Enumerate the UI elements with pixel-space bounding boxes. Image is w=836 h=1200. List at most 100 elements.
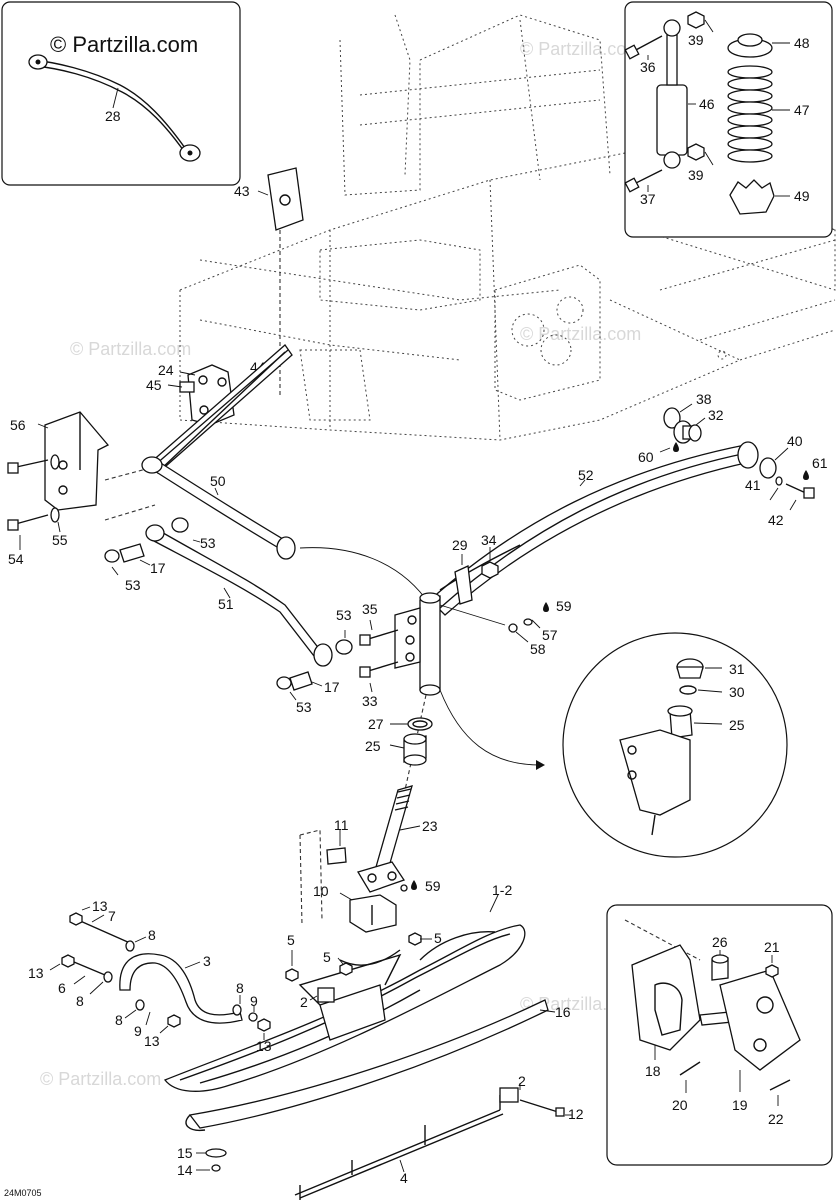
- callout-39-top: 39: [688, 32, 704, 48]
- callout-20: 20: [672, 1097, 688, 1113]
- pivot-bushing-set: 38 32 60: [638, 391, 724, 465]
- callout-7: 7: [108, 908, 116, 924]
- callout-53-b: 53: [125, 577, 141, 593]
- faint-watermarks: © Partzilla.com © Partzilla.com © Partzi…: [40, 39, 641, 1089]
- callout-26-label: 26: [712, 934, 728, 950]
- callout-5-a: 5: [287, 932, 295, 948]
- callout-8-b: 8: [76, 993, 84, 1009]
- callout-36: 36: [640, 59, 656, 75]
- callout-43: 43: [234, 183, 250, 199]
- callout-41: 41: [745, 477, 761, 493]
- upper-radius-rod-50: 50: [141, 344, 296, 560]
- callout-52: 52: [578, 467, 594, 483]
- callout-50: 50: [210, 473, 226, 489]
- callout-8-a: 8: [148, 927, 156, 943]
- callout-42: 42: [768, 512, 784, 528]
- callout-14: 14: [177, 1162, 193, 1178]
- faint-watermark-2: © Partzilla.com: [520, 324, 641, 344]
- spindle-bushings: 27 25: [365, 716, 433, 766]
- pivot-bolt-set: 40 61 41 42: [745, 433, 828, 528]
- faint-watermark-1: © Partzilla.com: [70, 339, 191, 359]
- spindle-housing: 29 34 35 33 59 57 58: [359, 532, 572, 709]
- callout-53-c: 53: [336, 607, 352, 623]
- inset-frame: [1, 1, 241, 186]
- ski-runner-16: 16: [185, 999, 571, 1132]
- callout-17-b: 17: [324, 679, 340, 695]
- chassis-frame: [179, 14, 836, 441]
- spindle-23: 23 59: [357, 785, 441, 894]
- callout-30: 30: [729, 684, 745, 700]
- callout-48: 48: [794, 35, 810, 51]
- watermark-text-1: © Partzilla.com: [50, 32, 198, 57]
- callout-9-a: 9: [134, 1023, 142, 1039]
- callout-3: 3: [203, 953, 211, 969]
- callout-32: 32: [708, 407, 724, 423]
- callout-1-2: 1-2: [492, 882, 512, 898]
- callout-49: 49: [794, 188, 810, 204]
- callout-37: 37: [640, 191, 656, 207]
- callout-23: 23: [422, 818, 438, 834]
- callout-8-c: 8: [115, 1012, 123, 1028]
- callout-40: 40: [787, 433, 803, 449]
- callout-45: 45: [146, 377, 162, 393]
- ski-1-2: 1-2: [163, 882, 526, 1092]
- callout-54: 54: [8, 551, 24, 567]
- callout-22: 22: [768, 1111, 784, 1127]
- callout-6: 6: [58, 980, 66, 996]
- callout-47: 47: [794, 102, 810, 118]
- callout-34: 34: [481, 532, 497, 548]
- callout-13-c: 13: [144, 1033, 160, 1049]
- callout-21: 21: [764, 939, 780, 955]
- damper-block: 11 10: [299, 817, 397, 933]
- callout-13-d: 13: [256, 1038, 272, 1054]
- inset-ski-mount: 26 26 21 18 20 19 22: [606, 904, 833, 1166]
- callout-12: 12: [568, 1106, 584, 1122]
- callout-46: 46: [699, 96, 715, 112]
- callout-25-b: 25: [729, 717, 745, 733]
- diagram-code: 24M0705: [4, 1188, 42, 1198]
- callout-25-a: 25: [365, 738, 381, 754]
- callout-33: 33: [362, 693, 378, 709]
- callout-29: 29: [452, 537, 468, 553]
- callout-15: 15: [177, 1145, 193, 1161]
- callout-28: 28: [105, 108, 121, 124]
- wear-bar-4: 4: [294, 1095, 504, 1200]
- callout-11: 11: [334, 817, 349, 833]
- lower-radius-rod-51: 51 53 53 17 53 17 53: [104, 517, 353, 715]
- side-plate-56: 56 54 55: [7, 411, 110, 567]
- callout-18: 18: [645, 1063, 661, 1079]
- callout-13-b: 13: [28, 965, 44, 981]
- callout-53-a: 53: [200, 535, 216, 551]
- coil-spring: [727, 65, 773, 163]
- callout-17-a: 17: [150, 560, 166, 576]
- faint-watermark-4: © Partzilla.com: [40, 1069, 161, 1089]
- callout-13-a: 13: [92, 898, 108, 914]
- callout-9-b: 9: [250, 993, 258, 1009]
- ski-handle-3: 3 7 13 8 13 6 8 8 9 13 8: [28, 898, 272, 1054]
- callout-8-d: 8: [236, 980, 244, 996]
- faint-watermark-5: © Partzilla.com: [520, 39, 641, 59]
- callout-4: 4: [400, 1170, 408, 1186]
- callout-58: 58: [530, 641, 546, 657]
- callout-24: 24: [158, 362, 174, 378]
- callout-19: 19: [732, 1097, 748, 1113]
- spring-seat-lower: [729, 179, 775, 215]
- shock-rod: [666, 34, 678, 86]
- rear-bolt-set: 2 12: [499, 1073, 584, 1122]
- inset-ground-cable: © Partzilla.com 28: [1, 1, 241, 186]
- callout-2-a: 2: [300, 994, 308, 1010]
- callout-59-a: 59: [556, 598, 572, 614]
- ground-cable: [31, 59, 186, 149]
- callout-61: 61: [812, 455, 828, 471]
- callout-38: 38: [696, 391, 712, 407]
- callout-31: 31: [729, 661, 745, 677]
- callout-27: 27: [368, 716, 384, 732]
- inset-shock-absorber: 39 36 46 39 37 48 47 49: [624, 1, 833, 238]
- callout-55: 55: [52, 532, 68, 548]
- callout-5-c: 5: [434, 930, 442, 946]
- callout-53-d: 53: [296, 699, 312, 715]
- trailing-arm-52: 52: [429, 441, 759, 616]
- fastener-14-15: 15 14: [177, 1145, 227, 1178]
- callout-57: 57: [542, 627, 558, 643]
